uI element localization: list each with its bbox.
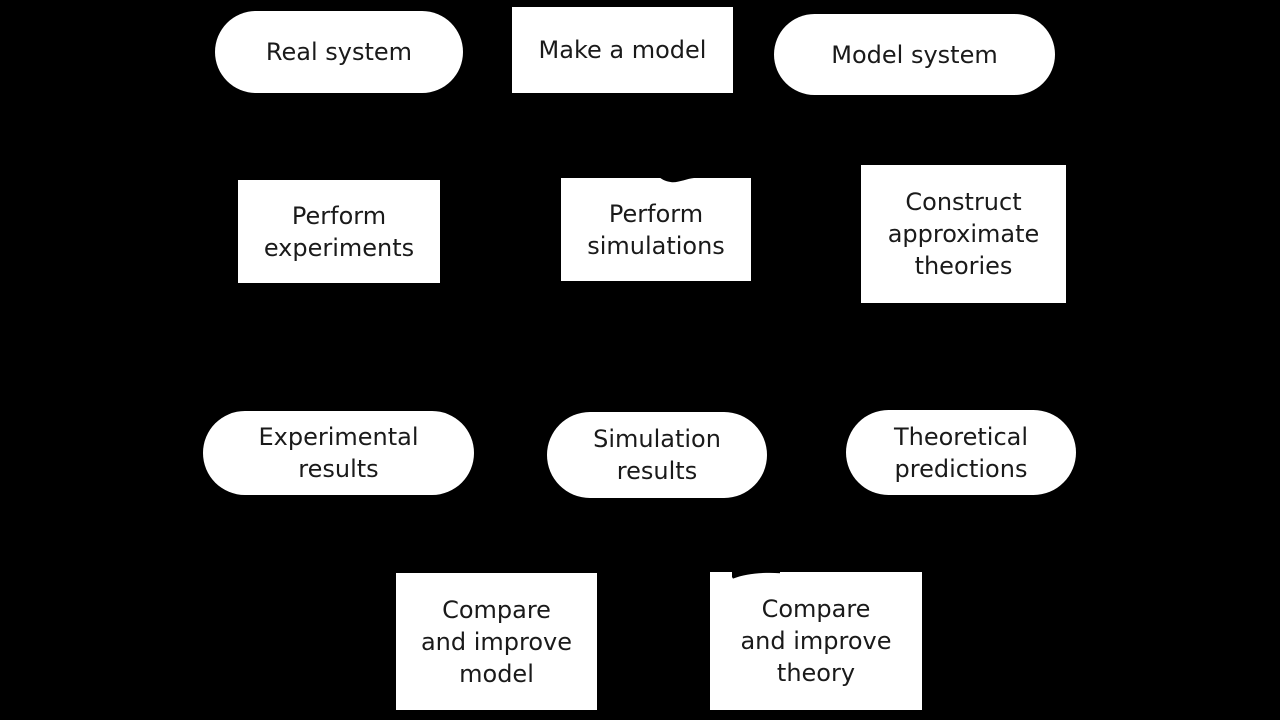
arrowhead-artifact-icon <box>732 571 780 579</box>
node-perform-simulations: Perform simulations <box>561 177 751 281</box>
node-theoretical-predictions: Theoretical predictions <box>846 410 1076 495</box>
node-compare-and-improve-theory: Compare and improve theory <box>710 571 922 710</box>
node-perform-experiments: Perform experiments <box>238 180 440 283</box>
node-model-system: Model system <box>774 14 1055 95</box>
node-construct-approximate-theories: Construct approximate theories <box>861 165 1066 303</box>
node-make-a-model: Make a model <box>512 7 733 93</box>
node-real-system: Real system <box>215 11 463 93</box>
node-label: Perform simulations <box>587 199 725 260</box>
node-label: Compare and improve theory <box>740 595 892 687</box>
arrowhead-artifact-icon <box>660 177 694 183</box>
node-experimental-results: Experimental results <box>203 411 474 495</box>
node-simulation-results: Simulation results <box>547 412 767 498</box>
node-compare-and-improve-model: Compare and improve model <box>396 573 597 710</box>
